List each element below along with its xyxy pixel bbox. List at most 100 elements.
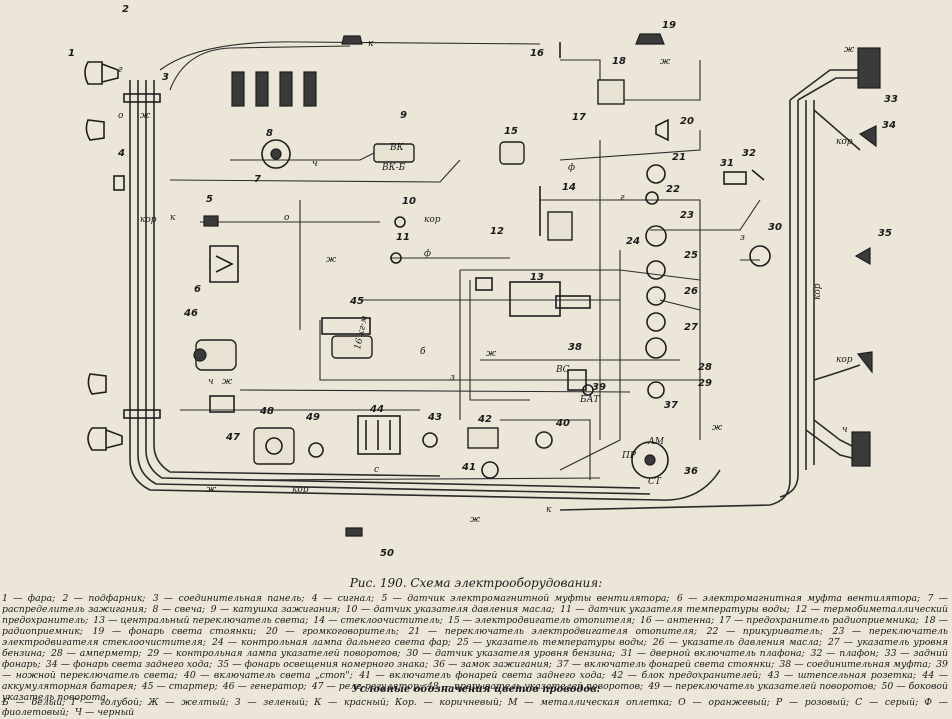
- part-number: 15: [504, 126, 518, 137]
- wire-label: з: [740, 233, 745, 243]
- legend-item: 5 — датчик электромагнитной муфты вентил…: [381, 593, 675, 604]
- legend-item: 11 — датчик указателя температуры воды;: [560, 604, 794, 615]
- part-number: 17: [572, 112, 586, 123]
- part-number: 2: [122, 4, 129, 15]
- legend-item: 26 — указатель давления масла;: [652, 637, 826, 648]
- part-number: 7: [254, 174, 261, 185]
- legend-item: 45 — стартер;: [141, 681, 221, 692]
- speaker: [655, 118, 669, 142]
- wire-label: ж: [470, 515, 481, 525]
- part-number: 47: [225, 432, 240, 443]
- wire-label: к: [546, 505, 552, 515]
- wiper: [539, 186, 573, 241]
- part-number: 6: [194, 284, 201, 295]
- part-number: 41: [461, 462, 476, 473]
- part-number: 12: [490, 226, 504, 237]
- starter: [321, 317, 373, 359]
- legend-item: 39 — ножной переключатель света;: [2, 659, 948, 681]
- legend-item: 46 — генератор;: [222, 681, 310, 692]
- part-number: 50: [380, 548, 394, 559]
- wire-label: г: [118, 65, 123, 75]
- wire-label: ф: [568, 163, 575, 173]
- part-number: 34: [882, 120, 896, 131]
- wire-label: ж: [206, 485, 217, 495]
- legend-item: 18 — радиоприемник;: [2, 615, 948, 637]
- wire-label: ВС: [555, 365, 570, 375]
- part-number: 36: [684, 466, 698, 477]
- part-number: 44: [369, 404, 384, 415]
- legend-item: 8 — свеча;: [152, 604, 209, 615]
- wire-label: ПР: [621, 451, 637, 461]
- wire-label: БАТ: [579, 395, 600, 405]
- legend-item: 13 — центральный переключатель света;: [93, 615, 312, 626]
- legend-item: 12 — термобиметаллический предохранитель…: [2, 604, 949, 626]
- legend-item: 43 — штепсельная розетка;: [767, 670, 921, 681]
- part-number: 14: [562, 182, 576, 193]
- part-number: 4: [117, 148, 125, 159]
- wire-label: СТ: [648, 477, 662, 487]
- part-number: 23: [680, 210, 694, 221]
- wire-label: ж: [222, 377, 233, 387]
- headlight-left-top: [84, 61, 119, 85]
- legend-item: 22 — прикуриватель;: [706, 626, 831, 637]
- harness-left: [129, 41, 721, 501]
- legend-item: 9 — катушка зажигания;: [210, 604, 344, 615]
- legend-item: 32 — плафон;: [810, 648, 883, 659]
- wire-codes-list: Б — белый;Г — голубой;Ж — желтый;З — зел…: [2, 698, 948, 718]
- parking-light-left-top: [85, 119, 105, 141]
- part-number: 19: [662, 20, 676, 31]
- part-number: 20: [680, 116, 694, 127]
- legend-item: 44 — аккумуляторная батарея;: [2, 670, 948, 692]
- legend-item: 40 — включатель света „стоп";: [183, 670, 358, 681]
- legend-item: 37 — включатель фонарей света стоянки;: [556, 659, 778, 670]
- legend-item: 49 — переключатель указателей поворотов;: [648, 681, 880, 692]
- wire-code-item: З — зеленый;: [234, 697, 309, 708]
- part-number: 24: [626, 236, 640, 247]
- wire-label: кор: [292, 485, 309, 495]
- part-number: 11: [396, 232, 410, 243]
- part-number: 32: [742, 148, 756, 159]
- wire-label: ж: [486, 349, 497, 359]
- legend-item: 19 — фонарь света стоянки;: [92, 626, 264, 637]
- part-number: 40: [555, 418, 570, 429]
- part-number: 13: [530, 272, 544, 283]
- legend-item: 38 — соединительная муфта;: [779, 659, 935, 670]
- wire-code-item: Ч — черный: [74, 707, 135, 718]
- legend-item: 24 — контрольная лампа дальнего света фа…: [211, 637, 455, 648]
- part-number: 9: [400, 110, 407, 121]
- wire-label: з: [450, 373, 455, 383]
- wire-label: АМ: [647, 437, 665, 447]
- legend-item: 4 — сигнал;: [311, 593, 380, 604]
- part-number: 27: [684, 322, 698, 333]
- wire-label: ВК-Б: [381, 163, 406, 173]
- instrument-gauges: [645, 164, 667, 399]
- fuse-block: [467, 427, 499, 449]
- wiring-diagram: 1 2 3 4 5 6 7 8 9 10 11 12 13 14 15 16 1…: [68, 4, 898, 559]
- part-number: 22: [666, 184, 680, 195]
- part-number: 5: [206, 194, 213, 205]
- legend-item: 17 — предохранитель радиоприемника;: [719, 615, 922, 626]
- part-number: 18: [612, 56, 626, 67]
- heater-motor: [499, 141, 525, 165]
- wire-label: ф: [424, 249, 431, 259]
- legend-item: 25 — указатель температуры воды;: [456, 637, 651, 648]
- legend-item: 3 — соединительная панель;: [152, 593, 310, 604]
- part-number: 46: [183, 308, 198, 319]
- wire-label: ж: [326, 255, 337, 265]
- fuel-sensor: [749, 245, 771, 267]
- wire-code-item: К — красный;: [314, 697, 390, 708]
- wire-label: кор: [836, 137, 853, 147]
- wire-label: к: [368, 39, 374, 49]
- wire-code-item: Г — голубой;: [71, 697, 143, 708]
- reverse-switch: [481, 461, 499, 479]
- legend-item: 34 — фонарь света заднего хода;: [45, 659, 216, 670]
- legend-item: 41 — включатель фонарей света заднего хо…: [359, 670, 610, 681]
- part-number: 26: [684, 286, 698, 297]
- legend-item: 48 — прерыватель указателей поворотов;: [426, 681, 647, 692]
- part-number: 21: [672, 152, 686, 163]
- part-number: 48: [259, 406, 274, 417]
- wire-code-item: С — серый;: [855, 697, 919, 708]
- wire-code-item: Кор. — коричневый;: [395, 697, 503, 708]
- part-number: 30: [768, 222, 782, 233]
- wire-label: ч: [842, 425, 848, 435]
